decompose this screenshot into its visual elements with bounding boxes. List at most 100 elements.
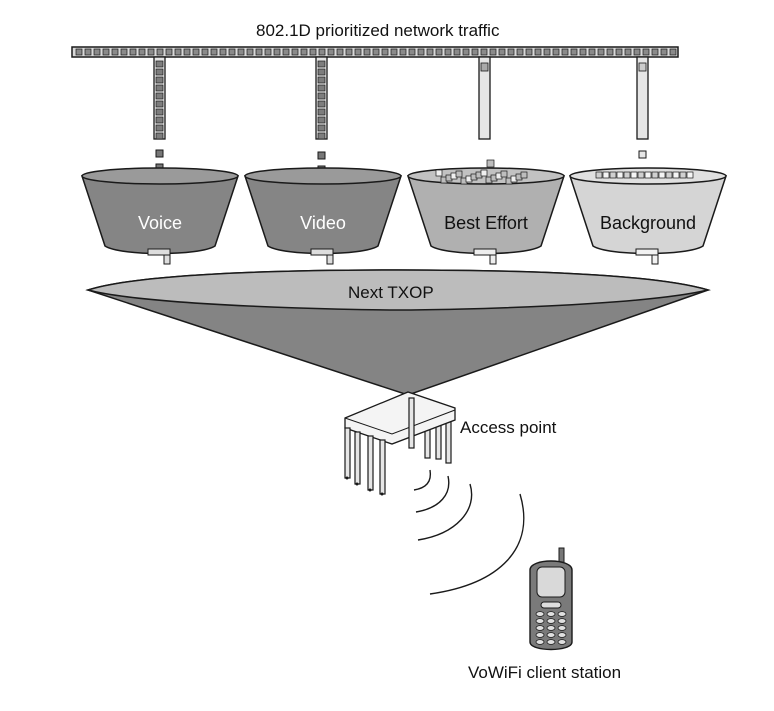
packet-square xyxy=(102,48,110,56)
packet-square xyxy=(525,48,533,56)
packet-square xyxy=(462,48,470,56)
packet-square xyxy=(372,48,380,56)
client-station-label: VoWiFi client station xyxy=(468,663,622,682)
packet-square xyxy=(444,48,452,56)
packet-square xyxy=(500,170,508,178)
packet-square xyxy=(317,100,326,108)
packet-square xyxy=(291,48,299,56)
packet-square xyxy=(633,48,641,56)
packet-square xyxy=(255,48,263,56)
access-point-icon xyxy=(344,391,456,496)
queue-label-best-effort: Best Effort xyxy=(444,213,528,233)
packet-square xyxy=(111,48,119,56)
keypad-key xyxy=(535,611,545,617)
packet-square xyxy=(317,84,326,92)
packet-square xyxy=(651,48,659,56)
packet-square xyxy=(686,171,694,179)
queue-buckets xyxy=(80,159,728,265)
packet-square xyxy=(417,48,425,56)
packet-square xyxy=(156,48,164,56)
packet-square xyxy=(120,48,128,56)
packet-square xyxy=(606,48,614,56)
packet-square xyxy=(317,92,326,100)
packet-square xyxy=(183,48,191,56)
packet-square xyxy=(309,48,317,56)
packet-square xyxy=(579,48,587,56)
network-bus xyxy=(71,46,679,58)
packet-square xyxy=(658,171,666,179)
packet-square xyxy=(155,132,164,140)
packet-square xyxy=(453,48,461,56)
packet-square xyxy=(623,171,631,179)
packet-square xyxy=(155,76,164,84)
packet-square xyxy=(192,48,200,56)
packet-square xyxy=(264,48,272,56)
packet-square xyxy=(665,171,673,179)
packet-square xyxy=(317,68,326,76)
packet-square xyxy=(486,159,495,168)
packet-square xyxy=(317,132,326,140)
packet-square xyxy=(609,171,617,179)
packet-square xyxy=(317,116,326,124)
packet-square xyxy=(624,48,632,56)
queue-label-background: Background xyxy=(599,213,697,233)
packet-square xyxy=(317,108,326,116)
packet-square xyxy=(155,84,164,92)
keypad-key xyxy=(546,632,556,638)
packet-square xyxy=(543,48,551,56)
packet-square xyxy=(507,48,515,56)
packet-square xyxy=(354,48,362,56)
packet-square xyxy=(435,169,443,177)
packet-square xyxy=(237,48,245,56)
packet-square xyxy=(480,48,488,56)
bus-packets xyxy=(75,48,677,56)
packet-square xyxy=(498,48,506,56)
packet-square xyxy=(155,116,164,124)
keypad-key xyxy=(535,632,545,638)
spigot-icon xyxy=(473,248,497,265)
packet-square xyxy=(147,48,155,56)
queue-label-voice: Voice xyxy=(137,213,183,233)
spigot-icon xyxy=(635,248,659,265)
pipe-video xyxy=(315,56,328,174)
pipe-voice xyxy=(153,56,166,184)
bus-title: 802.1D prioritized network traffic xyxy=(256,21,500,40)
packet-square xyxy=(138,48,146,56)
packet-square xyxy=(282,48,290,56)
packet-square xyxy=(75,48,83,56)
packet-square xyxy=(228,48,236,56)
packet-square xyxy=(165,48,173,56)
queue-background xyxy=(568,167,728,265)
keypad-key xyxy=(546,611,556,617)
queue-voice xyxy=(80,167,240,265)
packet-square xyxy=(317,60,326,68)
packet-square xyxy=(273,48,281,56)
packet-square xyxy=(327,48,335,56)
keypad-key xyxy=(535,618,545,624)
radio-waves-icon xyxy=(413,469,525,595)
access-point-label: Access point xyxy=(460,418,557,437)
packet-square xyxy=(480,169,488,177)
packet-square xyxy=(93,48,101,56)
spigot-icon xyxy=(147,248,171,265)
spigot-icon xyxy=(310,248,334,265)
packet-square xyxy=(155,124,164,132)
packet-square xyxy=(602,171,610,179)
queued-packets xyxy=(595,171,694,179)
packet-square xyxy=(345,48,353,56)
queue-best-effort xyxy=(406,159,566,265)
packet-square xyxy=(651,171,659,179)
packet-square xyxy=(381,48,389,56)
packet-square xyxy=(672,171,680,179)
packet-square xyxy=(219,48,227,56)
packet-square xyxy=(201,48,209,56)
packet-square xyxy=(588,48,596,56)
packet-square xyxy=(426,48,434,56)
packet-square xyxy=(435,48,443,56)
keypad-key xyxy=(557,639,567,645)
packet-square xyxy=(455,170,463,178)
packet-square xyxy=(597,48,605,56)
packet-square xyxy=(363,48,371,56)
drop-pipes xyxy=(153,56,649,184)
